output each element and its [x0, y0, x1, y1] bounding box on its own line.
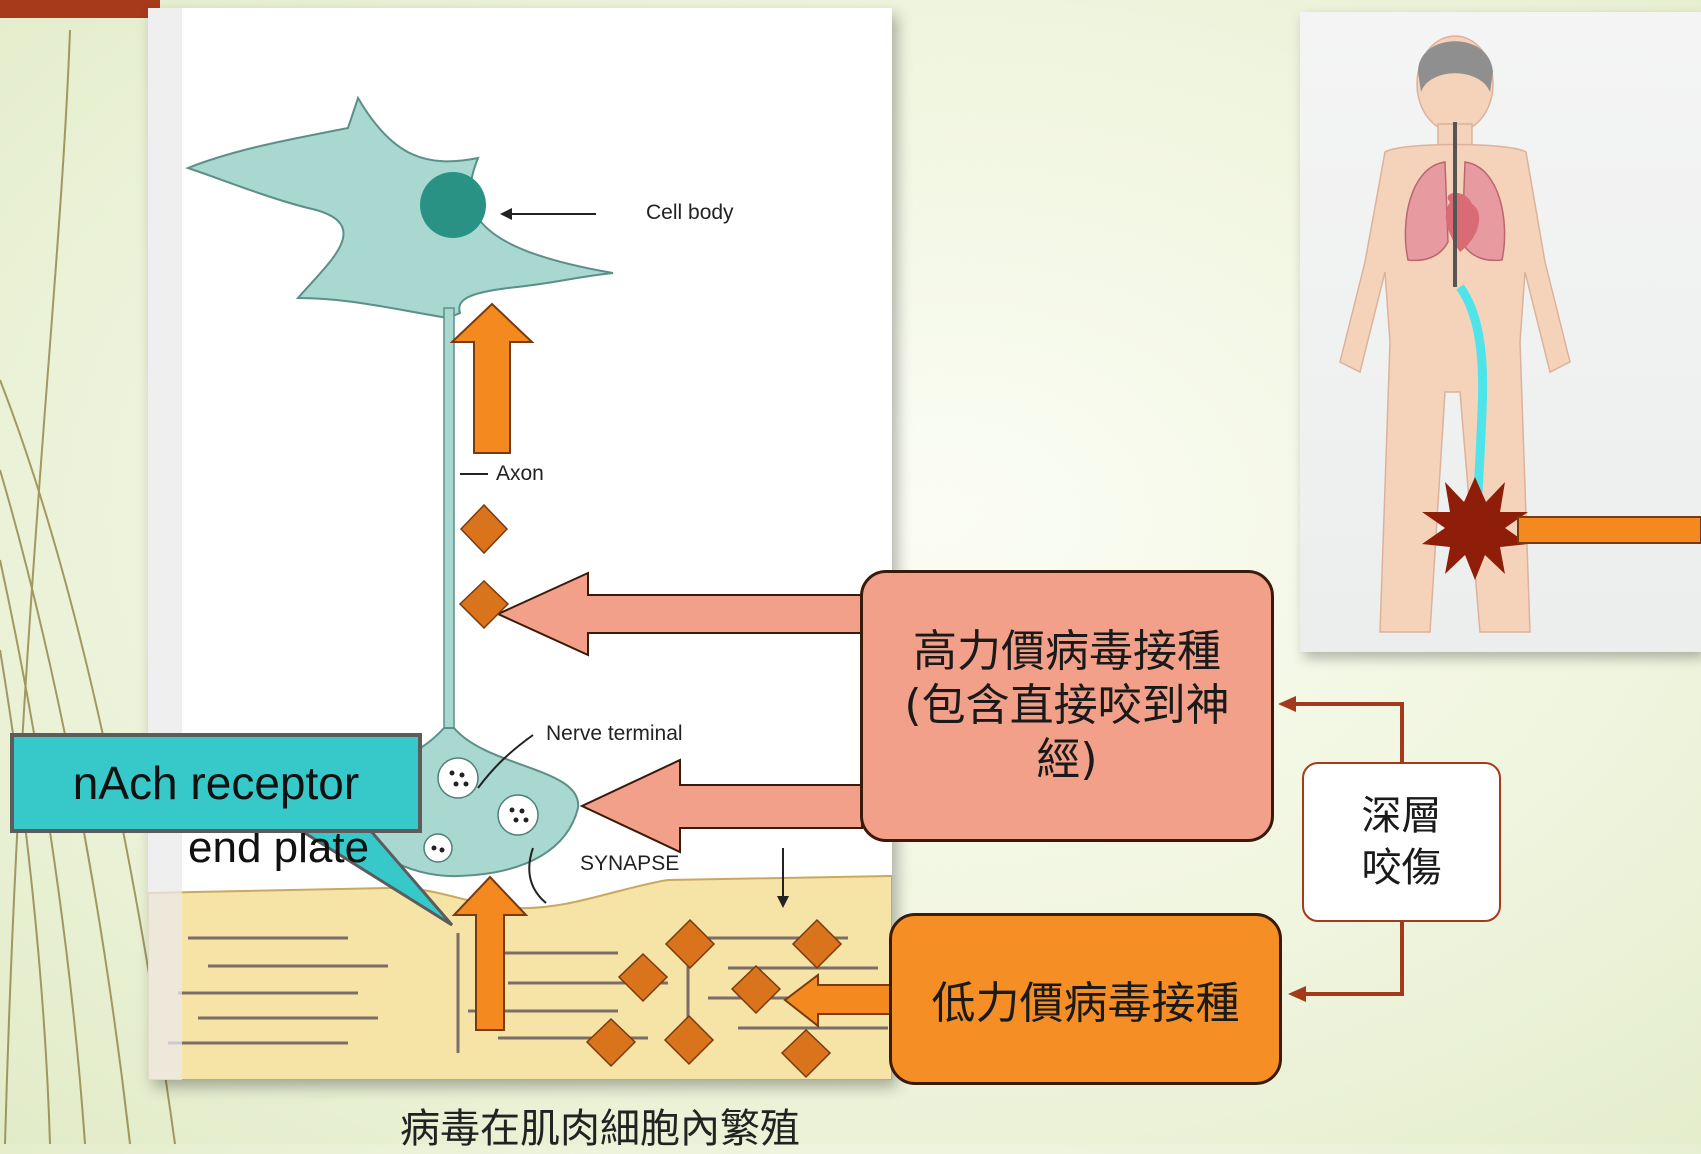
deep-bite-text: 深層 咬傷: [1362, 790, 1442, 894]
virus-diamond: [587, 1019, 635, 1066]
high-titer-inoculation-box: 高力價病毒接種 (包含直接咬到神經): [860, 570, 1274, 842]
virus-diamond: [793, 920, 841, 968]
salmon-arrow-to-terminal: [582, 760, 862, 852]
low-titer-inoculation-text: 低力價病毒接種: [932, 967, 1240, 1031]
virus-diamond: [619, 954, 667, 1001]
virus-diamond: [782, 1030, 830, 1077]
virus-diamond: [461, 505, 507, 553]
deep-bite-box: 深層 咬傷: [1302, 762, 1501, 922]
low-titer-inoculation-box: 低力價病毒接種: [889, 913, 1282, 1085]
diagram-caption: 病毒在肌肉細胞內繁殖: [400, 1096, 800, 1154]
virus-diamond: [460, 581, 508, 628]
orange-arrow-to-muscle: [785, 975, 890, 1026]
high-titer-inoculation-text: 高力價病毒接種 (包含直接咬到神經): [881, 625, 1253, 786]
virus-diamond: [732, 966, 780, 1013]
orange-arrow-up-from-muscle: [454, 877, 526, 1030]
salmon-arrow-to-axon: [498, 573, 862, 655]
virus-diamond: [665, 1016, 713, 1064]
nach-receptor-callout: nAch receptor: [10, 733, 422, 833]
orange-arrow-up-to-cell-body: [452, 304, 532, 453]
virus-diamond: [666, 920, 714, 968]
